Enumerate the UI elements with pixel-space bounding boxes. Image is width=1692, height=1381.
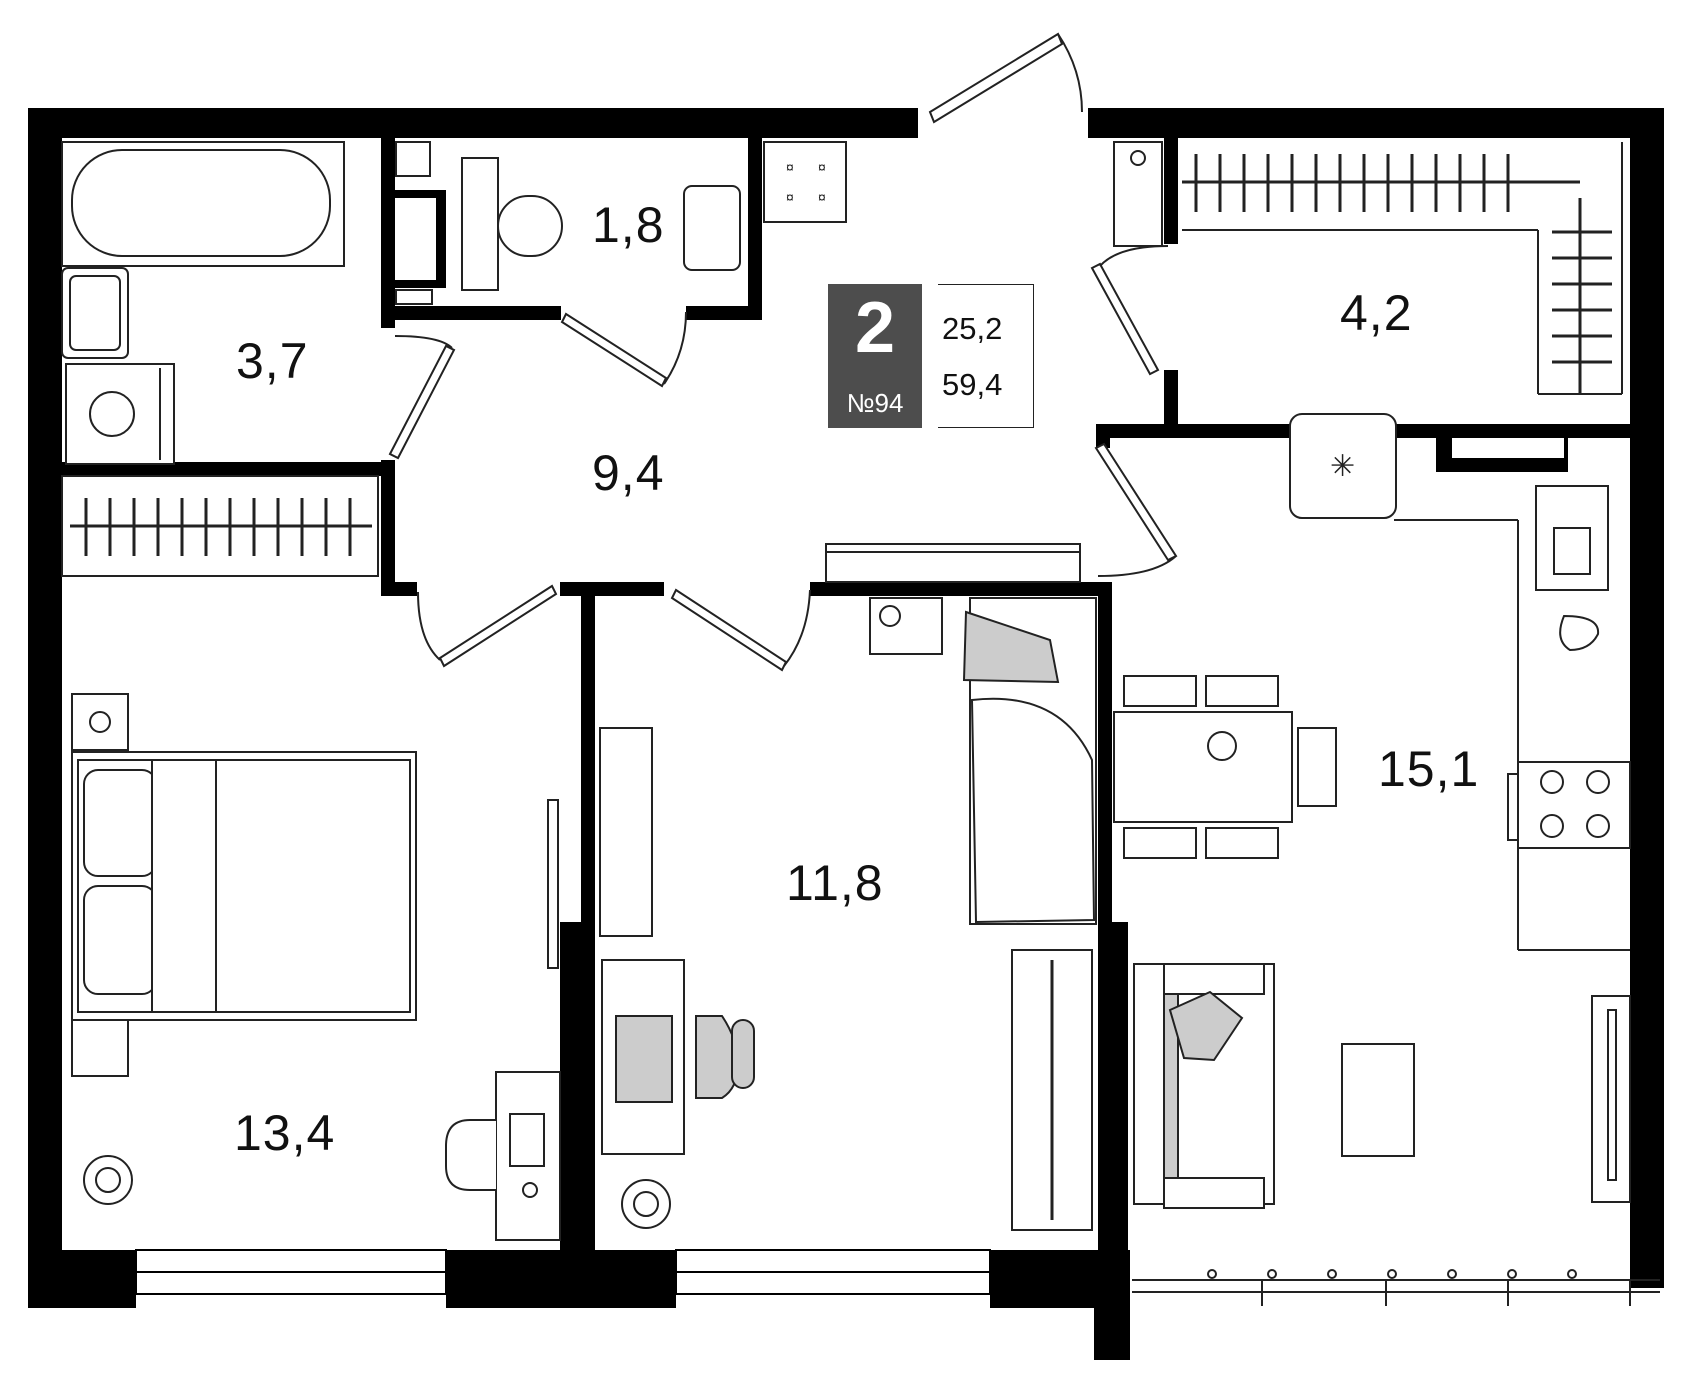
hob-small (763, 141, 847, 223)
kids-blanket (970, 697, 1096, 924)
dining-table (1113, 711, 1293, 823)
hob (1517, 761, 1631, 849)
hall-shelf (825, 543, 1081, 583)
total-area: 59,4 (942, 367, 1003, 402)
plants (83, 1155, 671, 1229)
room-area-hall: 9,4 (592, 445, 665, 501)
bedroom-furniture (71, 693, 561, 1241)
bathroom-fixtures (61, 141, 433, 465)
kids-room-furniture (599, 597, 1097, 1231)
svg-text:¤: ¤ (786, 159, 794, 175)
wardrobe-rail-bedroom (61, 475, 379, 577)
toilet-bowl (497, 195, 563, 257)
toilet-tank (461, 157, 499, 291)
svg-text:¤: ¤ (818, 159, 826, 175)
coffee-table (1341, 1043, 1415, 1157)
room-area-kids-room: 11,8 (786, 855, 884, 911)
area-summary: 25,2 59,4 (938, 284, 1034, 428)
chair-side (1297, 727, 1337, 807)
apartment-number: №94 (846, 388, 904, 418)
windows (135, 1249, 991, 1295)
hall-fixtures (825, 543, 1081, 583)
rooms-count: 2 (854, 288, 896, 368)
doors (388, 32, 1178, 672)
balcony-rail (1132, 1269, 1660, 1306)
living-area: 25,2 (942, 311, 1003, 346)
pillow (83, 769, 157, 877)
bathtub (71, 149, 331, 257)
boiler (1113, 141, 1163, 247)
pillow (83, 885, 157, 995)
wardrobe-rail-storage (1194, 154, 1612, 364)
chair-top-left (1123, 675, 1197, 707)
mirror (547, 799, 559, 969)
room-area-storage: 4,2 (1340, 285, 1413, 341)
room-area-bedroom: 13,4 (234, 1105, 336, 1161)
toilet-sink (683, 185, 741, 271)
kids-pillow (962, 610, 1060, 684)
room-area-bathroom: 3,7 (236, 333, 309, 389)
toilet-fixtures: ¤ ¤ ¤ ¤ (461, 141, 847, 291)
apartment-badge: 2 №94 (828, 284, 922, 428)
svg-text:✳: ✳ (1330, 450, 1355, 483)
walls (28, 108, 1664, 1360)
svg-text:¤: ¤ (818, 189, 826, 205)
kids-nightstand (869, 597, 943, 655)
bookshelf (599, 727, 653, 937)
wall-cutouts (1452, 438, 1564, 458)
chair-bottom-left (1123, 827, 1197, 859)
fridge (1289, 413, 1397, 519)
chair-top-right (1205, 675, 1279, 707)
storage-fixtures (1113, 141, 1623, 395)
nightstand-bottom (71, 1019, 129, 1077)
chair (445, 1119, 496, 1191)
sofa-pillow (1168, 990, 1244, 1062)
laptop (615, 1015, 673, 1103)
water-drop (1559, 614, 1600, 652)
chair-bottom-right (1205, 827, 1279, 859)
room-area-toilet: 1,8 (592, 197, 665, 253)
svg-text:¤: ¤ (786, 189, 794, 205)
room-area-kitchen-living: 15,1 (1378, 741, 1480, 797)
kitchen-furniture: ✳ (1113, 413, 1631, 1209)
blanket (151, 759, 217, 1013)
